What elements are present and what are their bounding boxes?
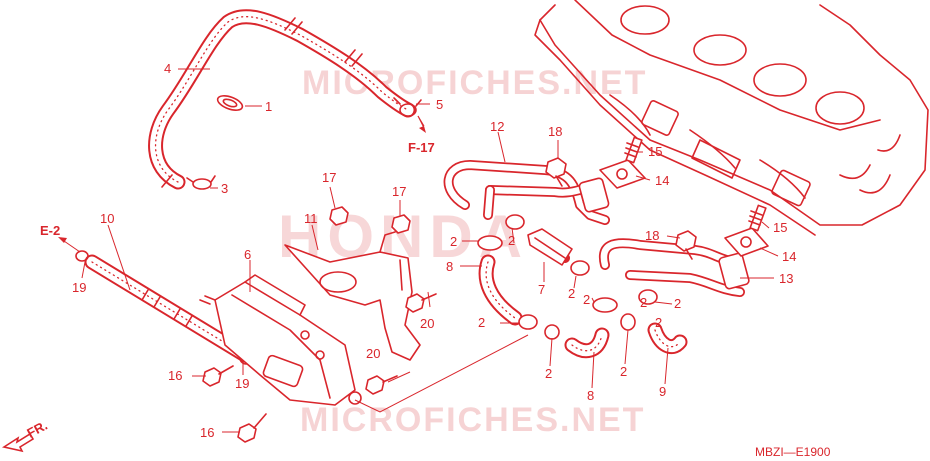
callout-16: 16 bbox=[168, 368, 182, 383]
callout-2: 2 bbox=[674, 296, 681, 311]
hose-7 bbox=[527, 228, 573, 266]
reference-f17: F-17 bbox=[408, 140, 435, 155]
callout-10: 10 bbox=[100, 211, 114, 226]
callout-17: 17 bbox=[392, 184, 406, 199]
clip-5 bbox=[393, 97, 422, 117]
pipe-12 bbox=[443, 160, 610, 225]
pipe-10 bbox=[84, 254, 253, 363]
callout-2: 2 bbox=[450, 234, 457, 249]
callout-11: 11 bbox=[304, 211, 318, 226]
callout-9: 9 bbox=[659, 384, 666, 399]
stud-15-lower bbox=[748, 204, 767, 232]
callout-14: 14 bbox=[782, 249, 796, 264]
callout-2: 2 bbox=[478, 315, 485, 330]
callout-2: 2 bbox=[583, 292, 590, 307]
hose-8-left bbox=[478, 254, 523, 326]
air-suction-valve-6 bbox=[199, 274, 362, 406]
gasket-14-upper bbox=[599, 159, 646, 189]
callout-19: 19 bbox=[235, 376, 249, 391]
callout-6: 6 bbox=[244, 247, 251, 262]
bracket-11 bbox=[284, 231, 421, 361]
hose-8-right bbox=[564, 327, 610, 359]
callout-18: 18 bbox=[548, 124, 562, 139]
bolt-16-upper bbox=[202, 365, 234, 387]
bolt-17-left bbox=[329, 206, 349, 226]
callout-20: 20 bbox=[420, 316, 434, 331]
callout-2: 2 bbox=[508, 233, 515, 248]
callout-12: 12 bbox=[490, 119, 504, 134]
hose-4 bbox=[148, 9, 416, 190]
callout-18: 18 bbox=[645, 228, 659, 243]
callout-2: 2 bbox=[545, 366, 552, 381]
callout-4: 4 bbox=[164, 61, 171, 76]
callout-14: 14 bbox=[655, 173, 669, 188]
drawing-code: MBZI—E1900 bbox=[755, 445, 831, 459]
stud-15-upper bbox=[624, 136, 643, 164]
callout-2: 2 bbox=[655, 315, 662, 330]
hose-9 bbox=[647, 322, 688, 355]
clip-3 bbox=[186, 175, 216, 190]
callout-1: 1 bbox=[265, 99, 272, 114]
callout-19: 19 bbox=[72, 280, 86, 295]
bolt-16-lower bbox=[237, 413, 267, 443]
bolt-18-lower bbox=[675, 230, 697, 260]
bolt-18-upper bbox=[545, 157, 567, 187]
reference-e2: E-2 bbox=[40, 223, 60, 238]
bolt-20-lower bbox=[365, 375, 398, 395]
hose-link-line bbox=[354, 334, 529, 413]
bolt-17-right bbox=[391, 214, 411, 234]
bolt-20-upper bbox=[405, 293, 437, 313]
callout-15: 15 bbox=[773, 220, 787, 235]
gasket-14-lower bbox=[724, 227, 769, 257]
clip-19-upper bbox=[75, 250, 89, 262]
callout-17: 17 bbox=[322, 170, 336, 185]
pipe-13 bbox=[598, 238, 750, 297]
arrow-e2 bbox=[58, 237, 81, 253]
callout-20: 20 bbox=[366, 346, 380, 361]
callout-2: 2 bbox=[568, 286, 575, 301]
callout-16: 16 bbox=[200, 425, 214, 440]
callout-15: 15 bbox=[648, 144, 662, 159]
clamps-2 bbox=[477, 214, 658, 340]
arrow-front bbox=[1, 432, 35, 453]
callout-2: 2 bbox=[620, 364, 627, 379]
callout-3: 3 bbox=[221, 181, 228, 196]
callout-5: 5 bbox=[436, 97, 443, 112]
callout-13: 13 bbox=[779, 271, 793, 286]
arrow-f17 bbox=[417, 115, 426, 133]
callout-labels: 1 2 2 2 2 2 2 2 2 2 2 3 4 5 6 7 8 8 9 10… bbox=[72, 61, 796, 440]
callout-2: 2 bbox=[640, 295, 647, 310]
callout-8: 8 bbox=[587, 388, 594, 403]
watermark-bottom: MICROFICHES.NET bbox=[300, 401, 645, 439]
clip-1 bbox=[216, 95, 244, 111]
callout-7: 7 bbox=[538, 282, 545, 297]
leader-lines bbox=[81, 68, 779, 433]
callout-8: 8 bbox=[446, 259, 453, 274]
cylinder-head bbox=[534, 0, 929, 236]
